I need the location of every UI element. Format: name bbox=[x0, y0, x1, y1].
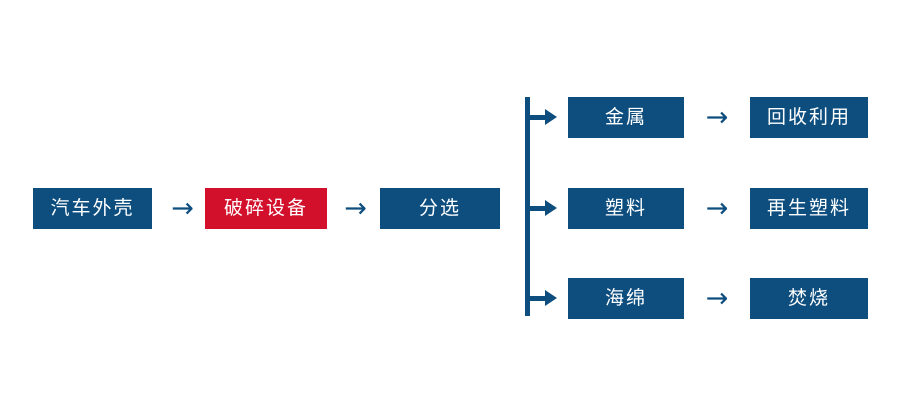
branch-arrow-head-sponge-icon bbox=[545, 290, 557, 306]
node-material-sponge[interactable]: 海绵 bbox=[568, 278, 684, 319]
branch-arrow-head-metal-icon bbox=[545, 109, 557, 125]
node-destination-incineration[interactable]: 焚烧 bbox=[750, 278, 868, 319]
arrow-right-icon: → bbox=[171, 193, 194, 224]
branch-stem-sponge bbox=[530, 296, 548, 301]
node-sorting[interactable]: 分选 bbox=[380, 188, 500, 229]
branch-arrow-head-plastic-icon bbox=[545, 200, 557, 216]
node-automotive-shell[interactable]: 汽车外壳 bbox=[33, 188, 152, 229]
node-crushing-equipment[interactable]: 破碎设备 bbox=[205, 188, 327, 229]
arrow-right-icon: → bbox=[344, 193, 367, 224]
node-destination-recycled-plastic[interactable]: 再生塑料 bbox=[750, 188, 868, 229]
node-destination-recycling[interactable]: 回收利用 bbox=[750, 97, 868, 138]
arrow-right-icon: → bbox=[705, 193, 729, 224]
node-material-metal[interactable]: 金属 bbox=[568, 97, 684, 138]
branch-stem-plastic bbox=[530, 206, 548, 211]
branch-stem-metal bbox=[530, 115, 548, 120]
arrow-right-icon: → bbox=[705, 283, 729, 314]
arrow-right-icon: → bbox=[705, 102, 729, 133]
branch-spine-line bbox=[525, 97, 530, 316]
node-material-plastic[interactable]: 塑料 bbox=[568, 188, 684, 229]
